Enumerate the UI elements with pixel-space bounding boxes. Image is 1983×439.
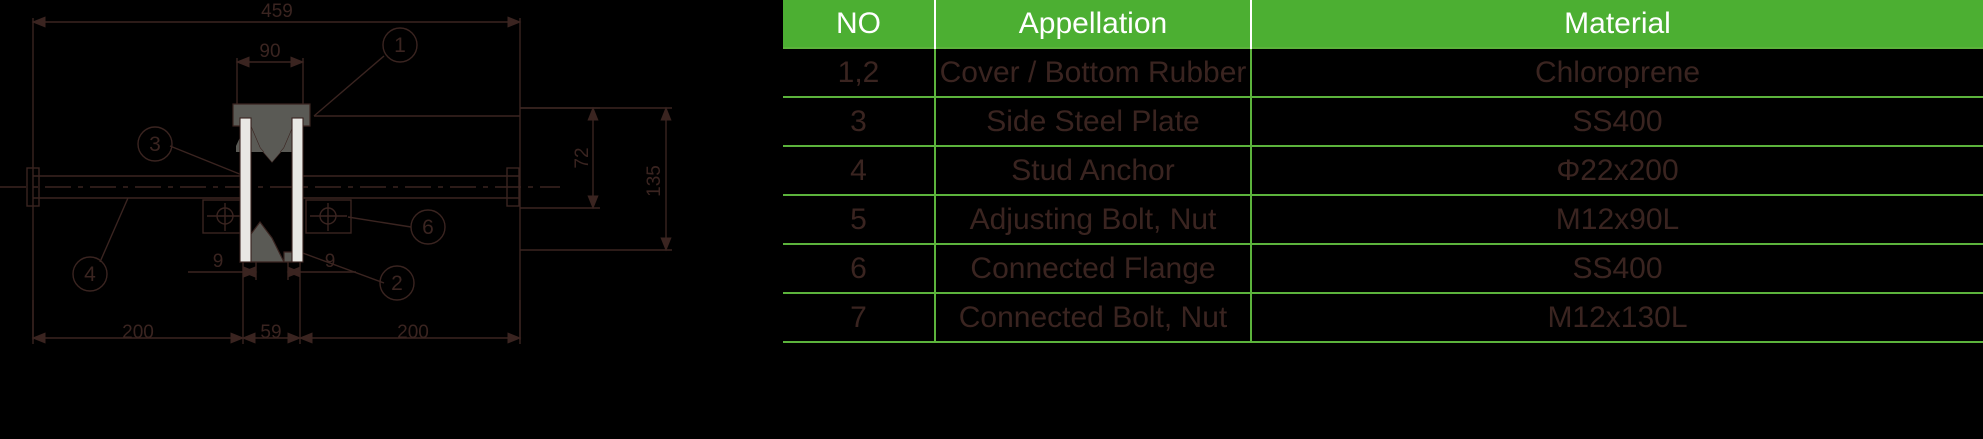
balloon-1-circle — [382, 27, 418, 63]
balloon-6-label: 6 — [422, 216, 434, 239]
cell-material: SS400 — [1251, 96, 1983, 146]
leader-2 — [299, 251, 385, 284]
dim-label-59: 59 — [260, 322, 281, 343]
table-body: 1,2 Cover / Bottom Rubber Chloroprene 3 … — [783, 47, 1983, 343]
leader-4 — [99, 197, 129, 263]
cell-material: Φ22x200 — [1251, 145, 1983, 195]
table-row: 6 Connected Flange SS400 — [783, 243, 1983, 293]
table-row: 4 Stud Anchor Φ22x200 — [783, 145, 1983, 195]
column-header-appellation: Appellation — [935, 0, 1252, 48]
side-steel-plates — [239, 117, 304, 263]
cell-material: SS400 — [1251, 243, 1983, 293]
leader-3 — [169, 145, 248, 178]
cell-material: Chloroprene — [1251, 47, 1983, 97]
cell-no: 5 — [783, 194, 936, 244]
dim-label-90: 90 — [259, 41, 280, 62]
leader-1 — [313, 55, 385, 117]
cell-appellation: Side Steel Plate — [935, 96, 1252, 146]
balloon-3-label: 3 — [149, 133, 161, 156]
leader-6 — [347, 216, 412, 228]
balloon-3-circle — [137, 126, 173, 162]
parts-list-table-wrapper: NO Appellation Material 1,2 Cover / Bott… — [783, 0, 1983, 343]
column-header-material: Material — [1251, 0, 1983, 48]
cell-no: 3 — [783, 96, 936, 146]
flange-circle-left — [216, 207, 234, 225]
table-header-row: NO Appellation Material — [783, 0, 1983, 48]
cover-rubber-inner — [236, 120, 300, 162]
flange-box-right — [305, 199, 352, 234]
dim-label-72: 72 — [572, 147, 593, 168]
balloon-4-circle — [72, 256, 108, 292]
table-row: 5 Adjusting Bolt, Nut M12x90L — [783, 194, 1983, 244]
cell-material: M12x130L — [1251, 292, 1983, 343]
cell-material: M12x90L — [1251, 194, 1983, 244]
balloon-1-label: 1 — [394, 34, 406, 57]
cell-no: 4 — [783, 145, 936, 195]
balloon-2-label: 2 — [391, 272, 403, 295]
cell-appellation: Cover / Bottom Rubber — [935, 47, 1252, 97]
cell-appellation: Connected Flange — [935, 243, 1252, 293]
dim-label-459: 459 — [261, 1, 293, 22]
side-steel-plate-left — [239, 117, 252, 263]
table-row: 3 Side Steel Plate SS400 — [783, 96, 1983, 146]
balloon-group — [72, 27, 446, 301]
parts-list-table: NO Appellation Material 1,2 Cover / Bott… — [783, 0, 1983, 343]
flange-circle-right — [319, 207, 337, 225]
cell-appellation: Connected Bolt, Nut — [935, 292, 1252, 343]
dim-label-200-left: 200 — [122, 322, 154, 343]
cell-no: 6 — [783, 243, 936, 293]
expansion-joint-section-view: 459 90 200 59 200 9 9 72 135 1 2 3 4 6 — [0, 1, 672, 344]
cell-appellation: Adjusting Bolt, Nut — [935, 194, 1252, 244]
dim-label-135: 135 — [644, 165, 665, 197]
technical-drawing: 459 90 200 59 200 9 9 72 135 1 2 3 4 6 — [0, 0, 783, 439]
balloon-2-circle — [379, 265, 415, 301]
cell-no: 7 — [783, 292, 936, 343]
drawing-text-group: 459 90 200 59 200 9 9 72 135 1 2 3 4 6 — [84, 1, 665, 343]
table-row: 7 Connected Bolt, Nut M12x130L — [783, 292, 1983, 343]
side-steel-plate-right — [291, 117, 304, 263]
dim-label-200-right: 200 — [397, 322, 429, 343]
dim-label-9-left: 9 — [213, 251, 224, 272]
cell-appellation: Stud Anchor — [935, 145, 1252, 195]
table-row: 1,2 Cover / Bottom Rubber Chloroprene — [783, 47, 1983, 97]
balloon-4-label: 4 — [84, 263, 96, 286]
balloon-6-circle — [410, 209, 446, 245]
cell-no: 1,2 — [783, 47, 936, 97]
stud-anchor-head-left — [26, 167, 40, 207]
column-header-no: NO — [783, 0, 936, 48]
dim-label-9-right: 9 — [325, 251, 336, 272]
